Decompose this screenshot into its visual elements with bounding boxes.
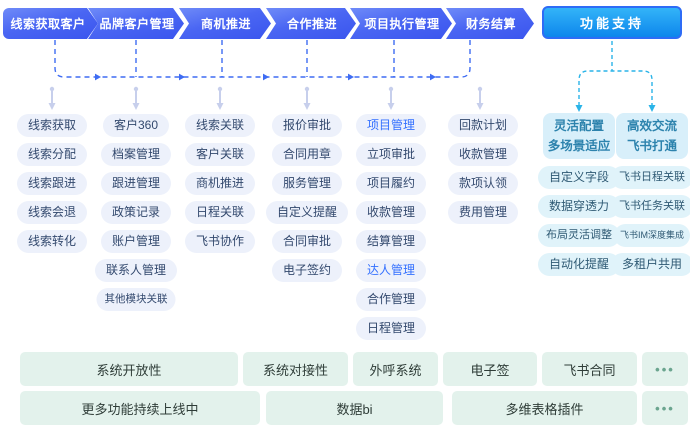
feature-pill: 自定义提醒 — [265, 201, 349, 224]
feature-pill: 线索分配 — [16, 143, 88, 166]
feature-pill: 回款计划 — [447, 114, 519, 137]
flow-step-brand-customer-management: 品牌客户管理 — [88, 8, 184, 39]
support-pill: 自定义字段 — [537, 166, 621, 189]
feature-pill: 服务管理 — [271, 172, 343, 195]
support-pill: 飞书IM深度集成 — [614, 224, 690, 247]
support-pill: 自动化提醒 — [537, 253, 621, 276]
flow-bus-line — [54, 40, 471, 78]
feature-pill: 账户管理 — [100, 230, 172, 253]
support-pill: 飞书日程关联 — [611, 166, 690, 189]
feature-pill-highlighted: 达人管理 — [355, 259, 427, 282]
flow-step-financial-settlement: 财务结算 — [446, 8, 534, 39]
support-pill: 数据穿透力 — [537, 195, 621, 218]
feature-pill: 项目履约 — [355, 172, 427, 195]
flow-bus-arrow-icons — [95, 73, 436, 81]
feature-pill: 合作管理 — [355, 288, 427, 311]
feature-pill: 政策记录 — [100, 201, 172, 224]
capability-box: 数据bi — [266, 391, 443, 425]
support-group-title-flexible-config: 灵活配置 多场景适应 — [543, 113, 615, 159]
flow-step-project-execution: 项目执行管理 — [350, 8, 452, 39]
capability-box: 外呼系统 — [353, 352, 438, 386]
feature-pill: 线索获取 — [16, 114, 88, 137]
capability-box: 电子签 — [443, 352, 537, 386]
more-ellipsis: ••• — [642, 391, 688, 425]
capability-box: 系统对接性 — [243, 352, 348, 386]
flow-step-opportunity-advance: 商机推进 — [179, 8, 271, 39]
feature-pill: 报价审批 — [271, 114, 343, 137]
feature-pill: 收款管理 — [355, 201, 427, 224]
feature-pill: 立项审批 — [355, 143, 427, 166]
group-title-line: 多场景适应 — [547, 139, 611, 153]
feature-pill: 日程管理 — [355, 317, 427, 340]
feature-pill: 线索会退 — [16, 201, 88, 224]
feature-pill: 费用管理 — [447, 201, 519, 224]
feature-pill: 其他模块关联 — [96, 288, 176, 311]
support-split-line — [578, 70, 653, 106]
capability-box: 多维表格插件 — [452, 391, 637, 425]
feature-pill: 收款管理 — [447, 143, 519, 166]
support-pill: 多租户共用 — [610, 253, 690, 276]
feature-pill: 线索关联 — [184, 114, 256, 137]
support-pill: 飞书任务关联 — [611, 195, 690, 218]
feature-pill: 日程关联 — [184, 201, 256, 224]
support-group-title-feishu-integration: 高效交流 飞书打通 — [616, 113, 688, 159]
feature-pill: 款项认领 — [447, 172, 519, 195]
feature-pill: 档案管理 — [100, 143, 172, 166]
support-arrow-icons — [575, 105, 656, 112]
capability-box: 系统开放性 — [20, 352, 238, 386]
group-title-line: 飞书打通 — [626, 139, 677, 153]
feature-pill: 跟进管理 — [100, 172, 172, 195]
support-pill: 布局灵活调整 — [538, 224, 620, 247]
feature-pill: 联系人管理 — [94, 259, 178, 282]
more-ellipsis: ••• — [642, 352, 688, 386]
feature-pill: 飞书协作 — [184, 230, 256, 253]
feature-pill-highlighted: 项目管理 — [355, 114, 427, 137]
feature-pill: 商机推进 — [184, 172, 256, 195]
flow-step-cooperation-advance: 合作推进 — [266, 8, 356, 39]
flow-step-lead-acquisition: 线索获取客户 — [3, 8, 98, 39]
feature-pill: 线索跟进 — [16, 172, 88, 195]
feature-pill: 线索转化 — [16, 230, 88, 253]
group-title-line: 灵活配置 — [553, 119, 604, 133]
feature-pill: 客户关联 — [184, 143, 256, 166]
feature-pill: 合同审批 — [271, 230, 343, 253]
feature-pill: 结算管理 — [355, 230, 427, 253]
feature-pill: 客户360 — [102, 114, 170, 137]
group-title-line: 高效交流 — [626, 119, 677, 133]
column-pin-icons — [48, 86, 484, 110]
feature-pill: 合同用章 — [271, 143, 343, 166]
support-features-button: 功能支持 — [542, 6, 682, 39]
feature-pill: 电子签约 — [271, 259, 343, 282]
capability-box: 更多功能持续上线中 — [20, 391, 260, 425]
capability-box: 飞书合同 — [542, 352, 637, 386]
